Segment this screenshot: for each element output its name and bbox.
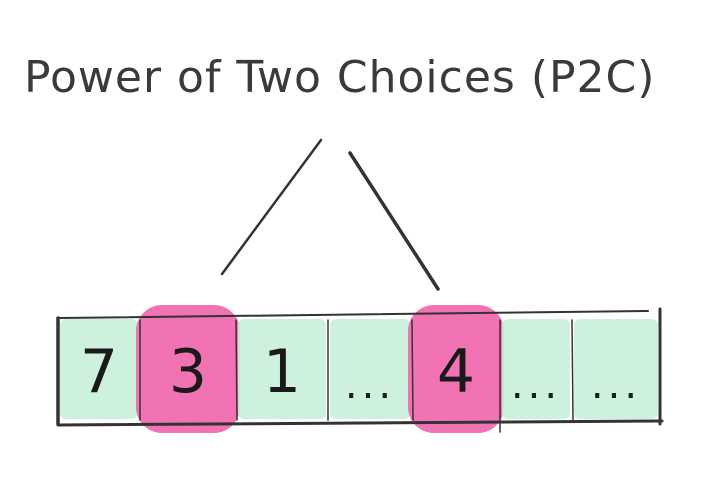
cell-label: ...	[591, 362, 641, 408]
cell-background	[574, 319, 658, 419]
array-cell: ...	[574, 319, 658, 419]
array-cell: 7	[60, 319, 138, 419]
array-cell: 4	[408, 305, 504, 433]
array-cell: ...	[330, 319, 410, 419]
frame-top	[59, 310, 649, 319]
array-cell: 1	[238, 319, 326, 419]
cell-background	[502, 319, 570, 419]
cell-divider	[411, 319, 414, 421]
array-cell: 3	[136, 305, 240, 433]
choice-line-left	[220, 138, 323, 276]
frame-bottom	[56, 419, 664, 427]
choice-arrows	[220, 138, 440, 291]
cell-label: ...	[511, 362, 561, 408]
cell-background	[60, 319, 138, 419]
array-cell: ...	[502, 319, 570, 419]
cell-divider	[571, 319, 574, 421]
cell-highlight	[136, 305, 240, 433]
cell-highlight	[408, 305, 504, 433]
cell-label: ...	[345, 362, 395, 408]
cell-label: 3	[169, 337, 207, 407]
cell-background	[330, 319, 410, 419]
cell-label: 1	[263, 337, 301, 407]
cell-background	[238, 319, 326, 419]
cell-label: 4	[437, 337, 475, 407]
choice-line-right	[348, 151, 440, 291]
cell-divider	[235, 319, 238, 421]
cell-label: 7	[80, 337, 118, 407]
diagram-title: Power of Two Choices (P2C)	[24, 52, 655, 103]
